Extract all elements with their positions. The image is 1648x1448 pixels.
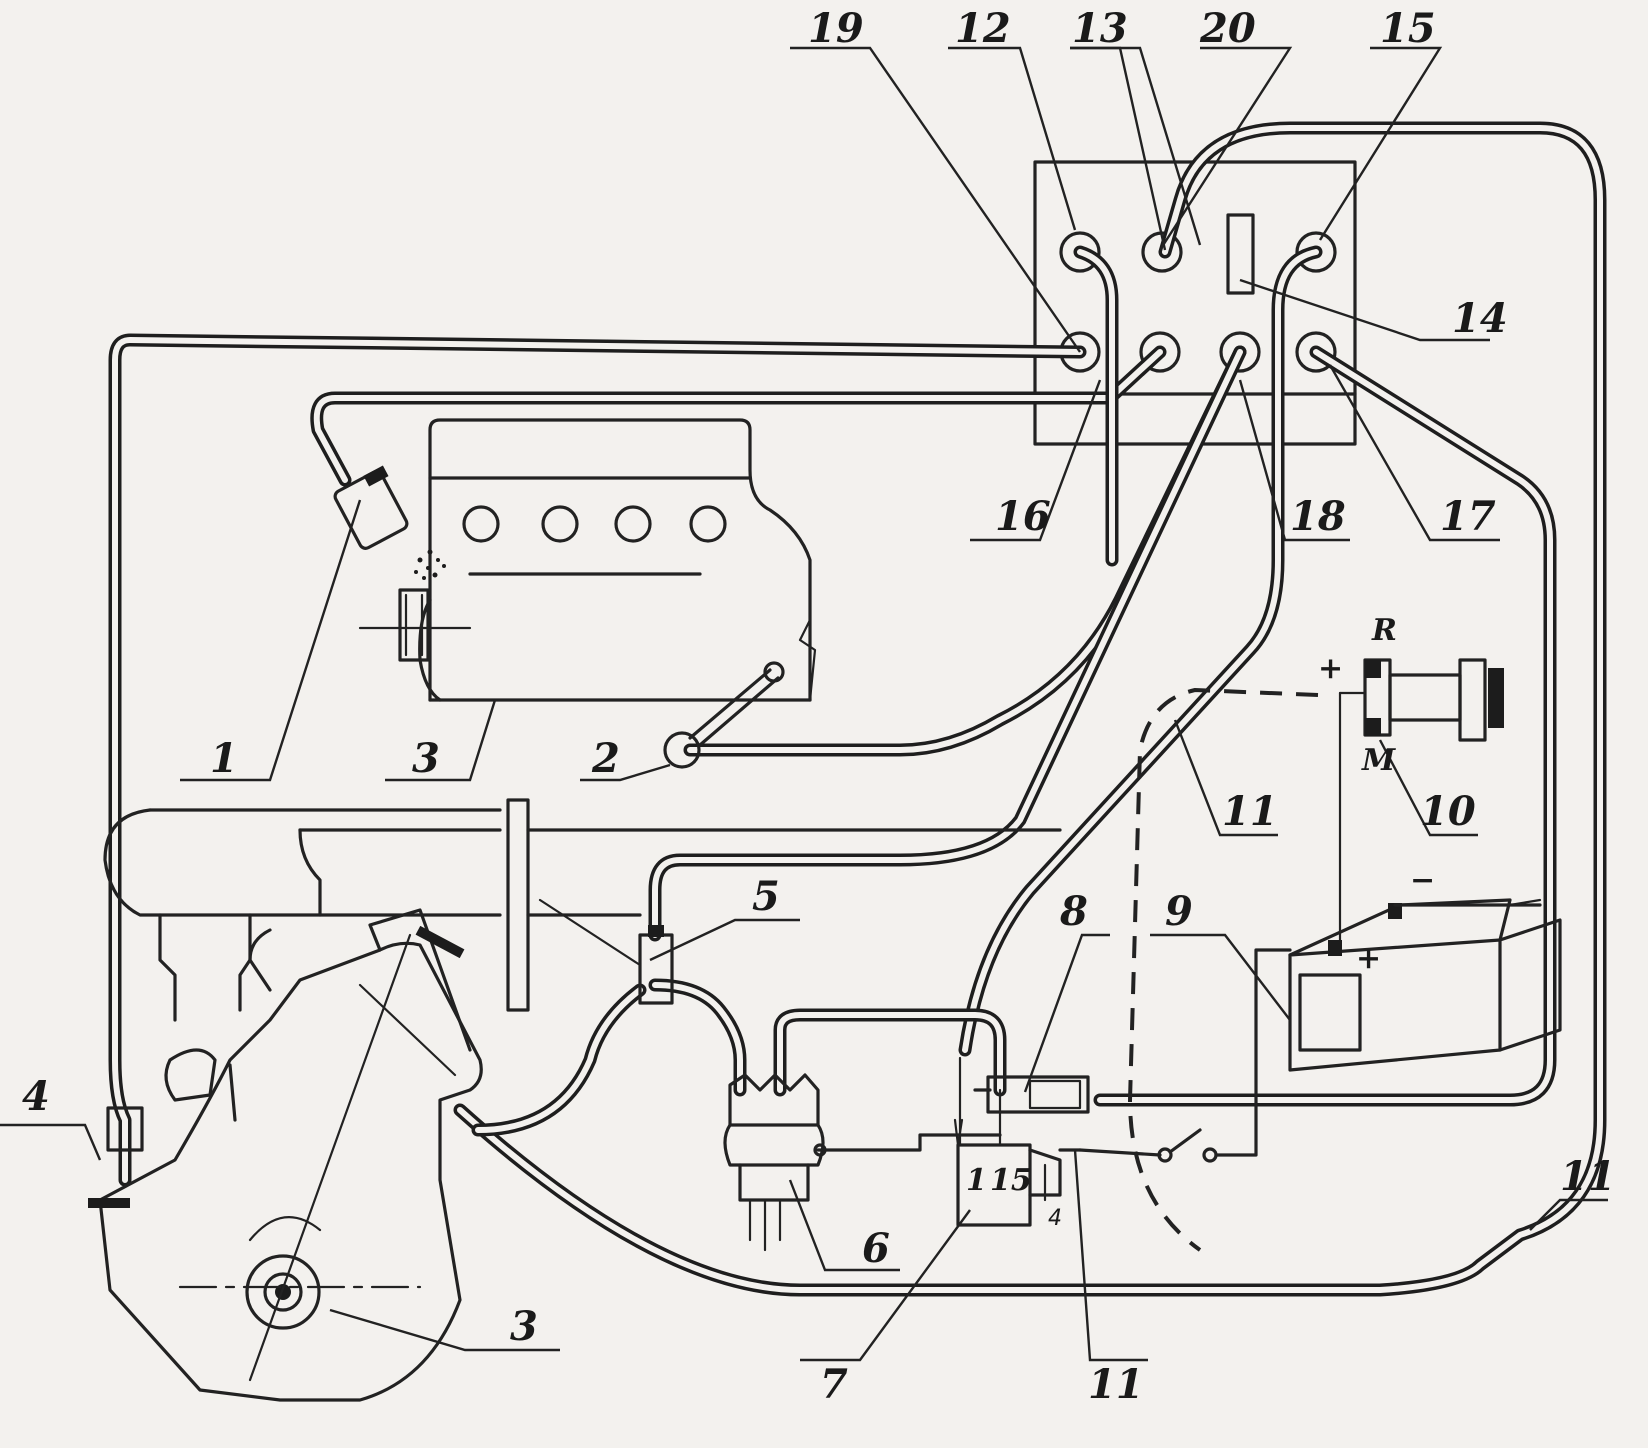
gauge-12 <box>1059 231 1101 273</box>
callout-13: 13 <box>1072 5 1128 52</box>
engine-block-side <box>88 908 483 1402</box>
callout-11-lower: 11 <box>1088 1361 1144 1408</box>
starter-terminal-m: M <box>1361 743 1396 778</box>
gauge-15 <box>1295 231 1337 273</box>
callout-12: 12 <box>955 5 1011 52</box>
callout-3-top: 3 <box>412 735 440 782</box>
engine-block-top <box>418 418 817 702</box>
sensor-2 <box>663 661 785 769</box>
callout-15: 15 <box>1380 5 1436 52</box>
callout-10: 10 <box>1420 788 1476 835</box>
callout-20: 20 <box>1199 5 1256 52</box>
battery-plus: + <box>1356 941 1381 976</box>
callout-18: 18 <box>1290 493 1346 540</box>
callout-19: 19 <box>808 5 864 52</box>
callout-3-bottom: 3 <box>510 1303 538 1350</box>
dashed-wire-11 <box>1127 687 1319 1252</box>
starter-terminal-r: R <box>1371 613 1397 648</box>
gauge-18 <box>1219 331 1261 373</box>
component-8 <box>953 948 1292 1202</box>
terminal-labels: 1 15 4 R M + + − <box>966 613 1435 1231</box>
callout-4: 4 <box>22 1073 50 1120</box>
callout-11-upper: 11 <box>1222 788 1278 835</box>
callout-9: 9 <box>1165 888 1193 935</box>
battery-9 <box>1288 898 1562 1072</box>
sensor-5 <box>538 898 674 1005</box>
ignition-coil-7 <box>956 1088 1062 1227</box>
coil-terminal-arrow: 4 <box>1048 1206 1062 1231</box>
callout-labels: 19 12 13 20 15 14 16 18 17 1 3 2 4 5 6 7… <box>22 5 1616 1408</box>
wire-harness <box>108 121 1607 1297</box>
callout-6: 6 <box>862 1225 890 1272</box>
indicator-14 <box>1226 213 1255 295</box>
callout-5: 5 <box>752 873 780 920</box>
callout-1: 1 <box>210 735 238 782</box>
callout-2: 2 <box>591 735 620 782</box>
callout-11-right: 11 <box>1560 1153 1616 1200</box>
coil-terminal-1: 1 <box>966 1163 987 1198</box>
manifold <box>103 798 1062 1022</box>
gauge-17 <box>1295 331 1337 373</box>
battery-minus: − <box>1410 863 1435 898</box>
starter-plus: + <box>1318 651 1343 686</box>
leader-lines <box>0 46 1608 1362</box>
callout-17: 17 <box>1440 493 1496 540</box>
callout-7: 7 <box>820 1361 848 1408</box>
callout-16: 16 <box>995 493 1051 540</box>
callout-14: 14 <box>1452 295 1508 342</box>
sensor-1 <box>333 465 472 662</box>
gauge-16 <box>1139 331 1181 373</box>
sensor-4 <box>106 1106 144 1152</box>
starter-10 <box>1338 658 1504 952</box>
callout-8: 8 <box>1059 888 1088 935</box>
coil-terminal-15: 15 <box>990 1163 1032 1198</box>
